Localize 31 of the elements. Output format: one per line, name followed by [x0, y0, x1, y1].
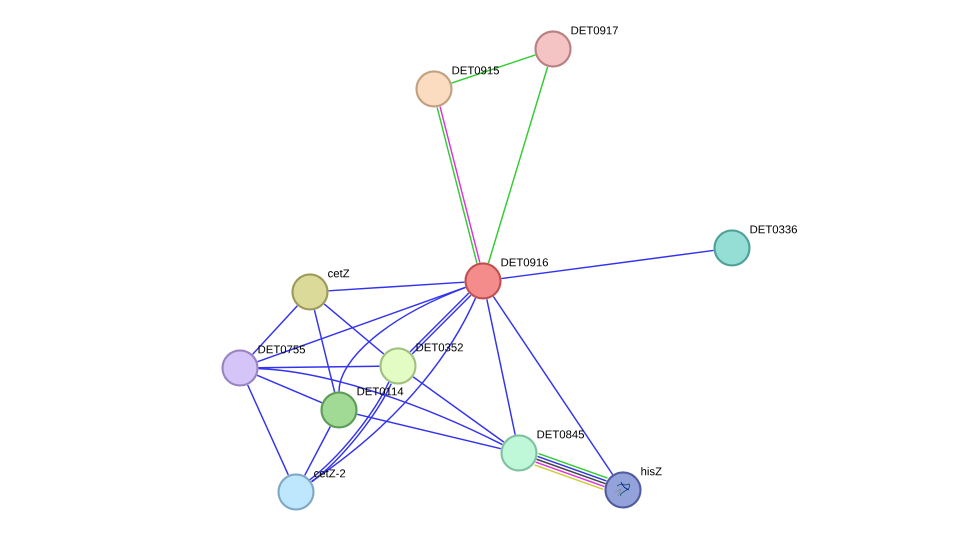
protein-node: hisZ — [604, 467, 662, 509]
interaction-line — [328, 281, 464, 292]
interaction-line — [451, 54, 536, 84]
protein-node: DET0917 — [534, 26, 618, 68]
interaction-line — [492, 296, 614, 475]
interaction-line — [488, 66, 548, 264]
interaction-line — [501, 250, 714, 280]
protein-node: DET0336 — [713, 225, 797, 267]
node-label: DET0845 — [538, 430, 584, 438]
interaction-line — [324, 303, 384, 355]
protein-node: cetZ — [291, 269, 350, 311]
node-label: cetZ — [328, 269, 350, 278]
interaction-line — [338, 286, 466, 392]
interaction-line — [256, 374, 322, 404]
protein-node: DET0845 — [500, 430, 584, 472]
interaction-line — [314, 310, 336, 392]
interaction-line — [311, 298, 476, 482]
protein-node: DET0916 — [464, 258, 548, 300]
interaction-line — [356, 414, 502, 450]
node-label: DET0917 — [572, 26, 618, 34]
node-label: hisZ — [641, 467, 662, 476]
interaction-line — [486, 299, 516, 435]
interaction-line — [258, 366, 380, 368]
interaction-line — [247, 384, 289, 476]
interaction-line — [252, 305, 298, 355]
node-label: DET0336 — [750, 225, 797, 234]
interaction-line — [257, 286, 466, 362]
node-label: DET0916 — [502, 258, 548, 266]
interaction-line — [304, 426, 331, 476]
interaction-line — [412, 376, 504, 443]
interaction-line — [258, 368, 503, 446]
